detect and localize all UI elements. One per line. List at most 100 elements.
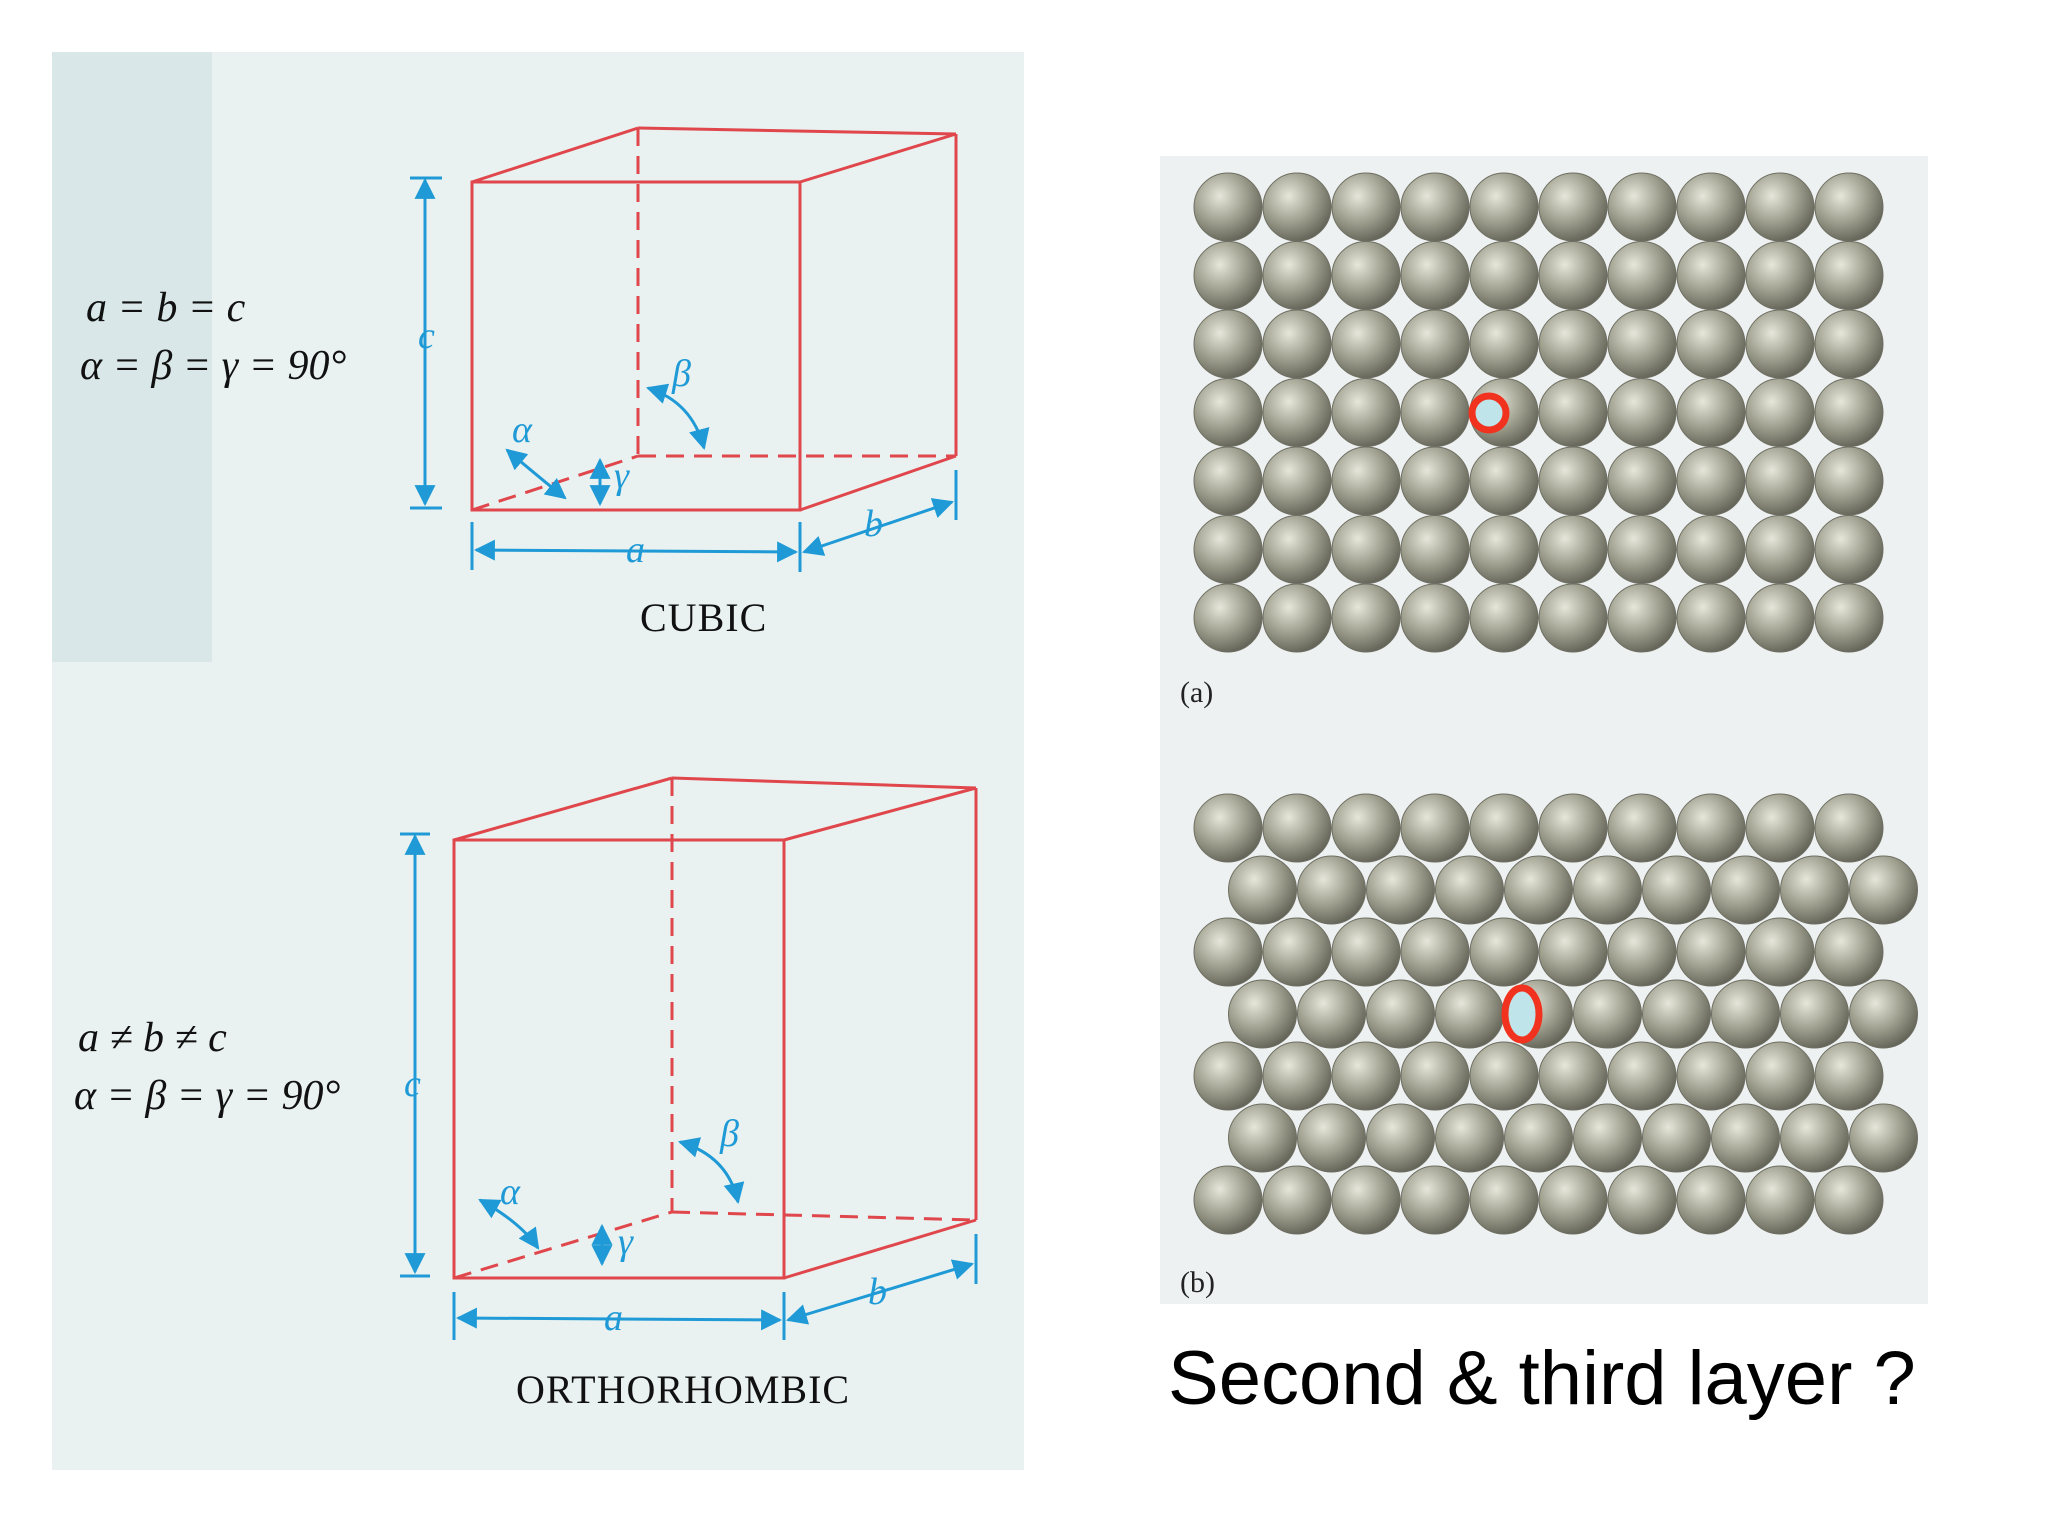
sphere <box>1849 979 1918 1049</box>
ortho-label-beta: β <box>720 1113 739 1155</box>
sphere <box>1262 1041 1332 1111</box>
sphere <box>1780 1103 1849 1173</box>
sphere <box>1228 979 1297 1049</box>
sphere <box>1469 583 1539 653</box>
sphere <box>1814 793 1884 863</box>
sphere <box>1331 172 1401 242</box>
sphere <box>1538 309 1608 379</box>
sphere <box>1573 979 1642 1049</box>
sphere <box>1400 583 1470 653</box>
sphere <box>1676 515 1746 584</box>
sphere <box>1745 172 1815 242</box>
sphere <box>1193 1041 1263 1111</box>
sphere <box>1469 172 1539 242</box>
sphere <box>1607 446 1677 516</box>
sphere <box>1331 446 1401 516</box>
sphere <box>1814 1165 1884 1235</box>
sphere <box>1366 855 1435 925</box>
sphere <box>1469 1165 1539 1235</box>
sphere <box>1331 1041 1401 1111</box>
cubic-title: CUBIC <box>640 595 768 640</box>
sphere <box>1193 583 1263 653</box>
sphere <box>1400 241 1470 310</box>
ortho-label-gamma: γ <box>618 1221 633 1263</box>
sphere <box>1262 172 1332 242</box>
sphere <box>1331 917 1401 987</box>
sphere <box>1262 378 1332 447</box>
cubic-label-a: a <box>626 529 645 571</box>
sphere <box>1228 1103 1297 1173</box>
sphere <box>1607 241 1677 310</box>
sphere <box>1538 172 1608 242</box>
sphere <box>1435 979 1504 1049</box>
sphere <box>1538 1165 1608 1235</box>
sphere <box>1193 241 1263 310</box>
sphere <box>1538 515 1608 584</box>
sphere <box>1538 793 1608 863</box>
ortho-label-a: a <box>604 1297 623 1339</box>
sphere <box>1331 793 1401 863</box>
square-packing-layer <box>1193 172 1884 653</box>
sphere <box>1814 309 1884 379</box>
unit-cells-svg <box>400 126 978 1340</box>
ortho-label-alpha: α <box>500 1171 520 1213</box>
sphere <box>1193 446 1263 516</box>
sphere <box>1745 309 1815 379</box>
sphere <box>1676 1041 1746 1111</box>
sphere <box>1642 855 1711 925</box>
sphere <box>1814 917 1884 987</box>
sphere <box>1297 979 1366 1049</box>
sphere <box>1745 583 1815 653</box>
sphere <box>1538 241 1608 310</box>
sphere <box>1745 378 1815 447</box>
sphere <box>1400 446 1470 516</box>
sphere <box>1642 979 1711 1049</box>
sphere <box>1400 309 1470 379</box>
sphere <box>1711 979 1780 1049</box>
hexagonal-packing-layer <box>1193 793 1918 1235</box>
sphere <box>1331 1165 1401 1235</box>
sphere <box>1711 855 1780 925</box>
sphere <box>1469 515 1539 584</box>
sphere <box>1607 917 1677 987</box>
sphere <box>1400 1041 1470 1111</box>
sphere <box>1676 446 1746 516</box>
sphere <box>1607 515 1677 584</box>
sphere <box>1469 309 1539 379</box>
sphere <box>1676 793 1746 863</box>
sphere <box>1400 917 1470 987</box>
hexagonal-hole-highlight <box>1501 984 1543 1044</box>
cubic-unit-cell <box>470 126 958 512</box>
sphere <box>1262 1165 1332 1235</box>
sphere <box>1538 917 1608 987</box>
sphere <box>1400 515 1470 584</box>
sphere <box>1262 583 1332 653</box>
sphere <box>1745 917 1815 987</box>
sphere <box>1607 1165 1677 1235</box>
packing-label-a: (a) <box>1180 676 1214 709</box>
sphere <box>1538 583 1608 653</box>
sphere <box>1745 793 1815 863</box>
sphere <box>1400 1165 1470 1235</box>
sphere <box>1814 446 1884 516</box>
sphere <box>1469 1041 1539 1111</box>
sphere <box>1607 309 1677 379</box>
sphere <box>1573 855 1642 925</box>
sphere <box>1331 378 1401 447</box>
sphere <box>1469 446 1539 516</box>
sphere <box>1814 172 1884 242</box>
sphere <box>1262 241 1332 310</box>
sphere <box>1849 1103 1918 1173</box>
sphere <box>1745 1041 1815 1111</box>
sphere <box>1538 1041 1608 1111</box>
sphere-packing-svg <box>1193 172 1918 1235</box>
sphere <box>1193 793 1263 863</box>
sphere <box>1745 515 1815 584</box>
orthorhombic-dimension-lines <box>400 832 978 1340</box>
sphere <box>1435 855 1504 925</box>
sphere <box>1607 1041 1677 1111</box>
sphere <box>1745 241 1815 310</box>
sphere <box>1676 172 1746 242</box>
sphere <box>1711 1103 1780 1173</box>
sphere <box>1366 1103 1435 1173</box>
